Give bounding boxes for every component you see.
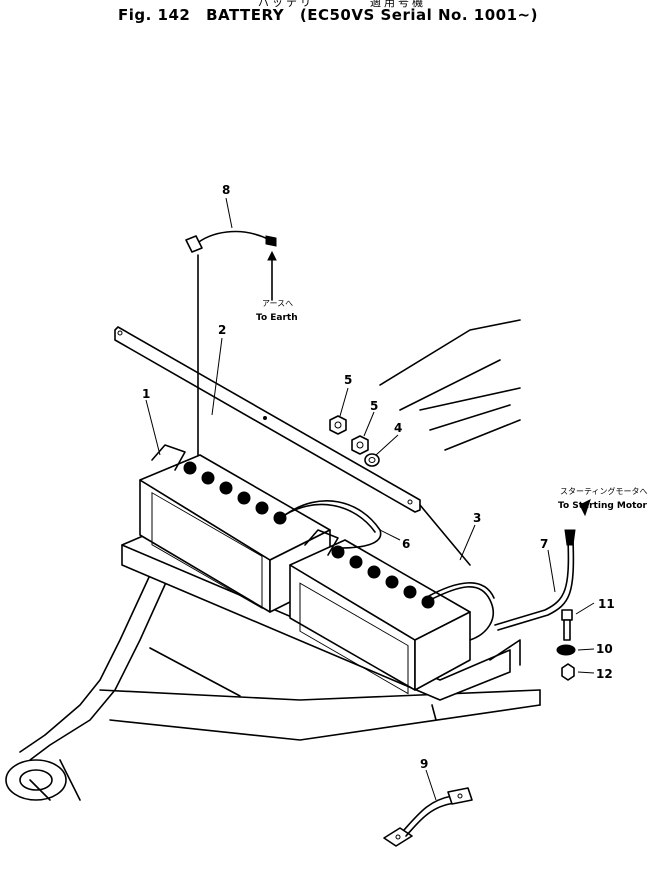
- hold-down-bar: [114, 326, 421, 513]
- nut-5b: [351, 435, 369, 455]
- callout-11: 11: [598, 597, 615, 611]
- callout-9: 9: [420, 757, 428, 771]
- figure-header: バッテリ 適用号機 Fig. 142 BATTERY (EC50VS Seria…: [0, 0, 656, 40]
- bolt-11: [561, 609, 573, 641]
- earth-cable: [185, 230, 277, 301]
- bonding-strap-9: [383, 787, 473, 847]
- callout-3: 3: [473, 511, 481, 525]
- callout-5a: 5: [344, 373, 352, 387]
- callout-1: 1: [142, 387, 150, 401]
- nut-5a: [329, 415, 347, 435]
- figure-title: Fig. 142 BATTERY (EC50VS Serial No. 1001…: [118, 6, 548, 24]
- starter-motor-cable: [494, 499, 591, 631]
- figure-name: BATTERY: [206, 6, 285, 24]
- starter-cable: [426, 582, 495, 641]
- jp-title: バッテリ: [258, 0, 314, 9]
- callout-5b: 5: [370, 399, 378, 413]
- figure-number: Fig. 142: [118, 6, 191, 24]
- connector-cable: [279, 500, 382, 549]
- callout-6: 6: [402, 537, 410, 551]
- tow-frame: [5, 574, 541, 801]
- washer-4: [364, 453, 380, 467]
- leader-lines: [145, 197, 595, 801]
- motor-note-en: To Starting Motor: [558, 501, 648, 511]
- nut-12: [561, 663, 575, 681]
- callout-2: 2: [218, 323, 226, 337]
- callout-8: 8: [222, 183, 230, 197]
- earth-note-jp: アースへ: [262, 299, 293, 308]
- motor-note-jp: スターティングモータへ: [560, 486, 648, 496]
- callout-4: 4: [394, 421, 402, 435]
- hood-edge: [379, 319, 521, 451]
- callout-12: 12: [596, 667, 613, 681]
- figure-serial: (EC50VS Serial No. 1001~): [299, 6, 538, 24]
- rod-right: [419, 504, 471, 566]
- battery-left: [139, 444, 331, 613]
- earth-note-en: To Earth: [256, 313, 298, 323]
- jp-serial: 適用号機: [370, 0, 426, 9]
- battery-right: [289, 529, 471, 695]
- callout-10: 10: [596, 642, 613, 656]
- callout-7: 7: [540, 537, 548, 551]
- washer-10: [556, 644, 576, 656]
